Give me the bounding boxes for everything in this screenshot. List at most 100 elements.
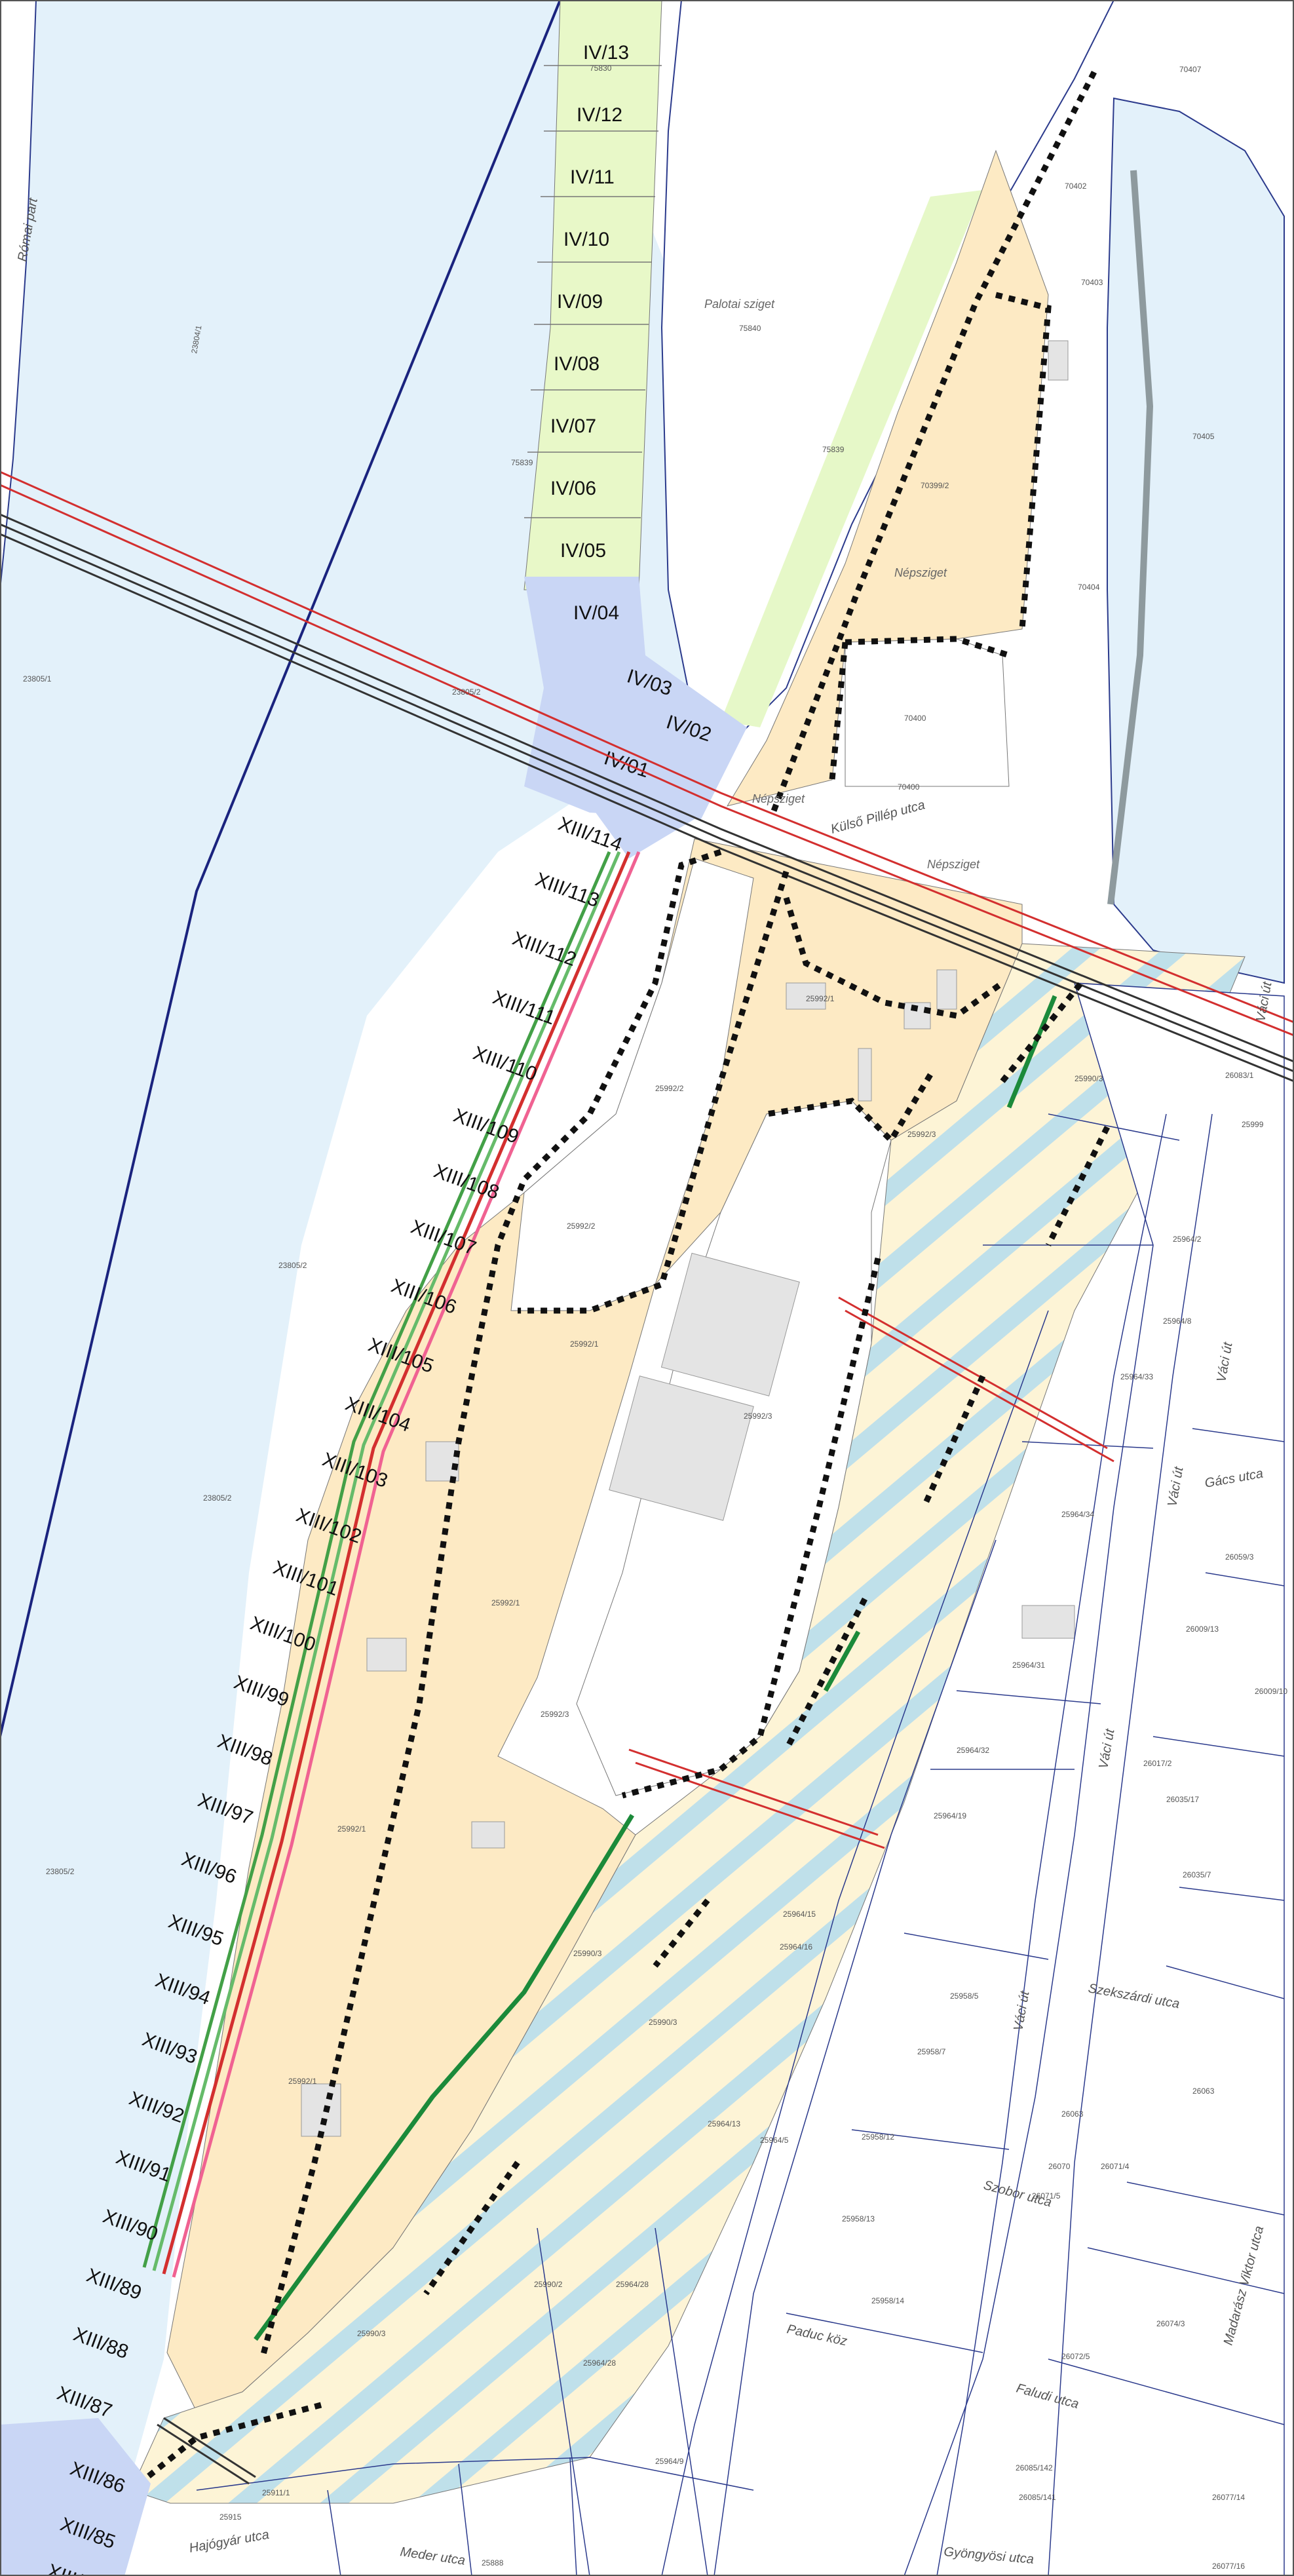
lot: 70407 — [1179, 65, 1202, 74]
section-iv08: IV/08 — [554, 353, 599, 375]
lot: 25958/12 — [862, 2132, 894, 2142]
place-palotai-sziget: Palotai sziget — [704, 298, 775, 311]
lot: 70400 — [898, 782, 920, 792]
lot: 25990/3 — [573, 1949, 602, 1958]
lot: 25958/14 — [871, 2296, 904, 2305]
lot: 25964/28 — [616, 2280, 649, 2289]
lot: 25915 — [219, 2512, 242, 2522]
lot: 25992/2 — [655, 1084, 684, 1093]
section-xiii99: XIII/99 — [231, 1672, 292, 1712]
lot: 25990/2 — [534, 2280, 563, 2289]
lot: 26063 — [1192, 2086, 1215, 2096]
lot: 26085/141 — [1019, 2493, 1056, 2502]
lot: 25964/32 — [957, 1746, 989, 1755]
backwater — [1107, 97, 1285, 984]
parcel-lines — [661, 1113, 1285, 2576]
lot-numbers: 75830 75839 75839 75840 70399/2 70400 70… — [23, 64, 1287, 2571]
xiii-86-block — [0, 2418, 151, 2576]
lot: 25911/1 — [262, 2488, 290, 2497]
lot: 26077/14 — [1212, 2493, 1245, 2502]
lot: 25958/13 — [842, 2214, 875, 2223]
lot: 25992/3 — [541, 1710, 569, 1719]
lot: 23805/2 — [452, 687, 481, 697]
street-hajogyar: Hajógyár utca — [188, 2528, 270, 2556]
lot: 25964/33 — [1120, 1372, 1153, 1381]
lot: 25964/19 — [934, 1811, 966, 1820]
navigation-line — [0, 0, 561, 1737]
lot: 75839 — [822, 445, 845, 454]
lot: 25964/2 — [1173, 1235, 1202, 1244]
lot: 26017/2 — [1143, 1759, 1172, 1768]
lot: 75839 — [511, 458, 533, 467]
lot: 25964/15 — [783, 1910, 816, 1919]
lot: 26085/142 — [1016, 2463, 1053, 2472]
street-meder: Meder utca — [399, 2545, 466, 2568]
lot: 25964/28 — [583, 2358, 616, 2368]
lot: 70403 — [1081, 278, 1103, 287]
xiii-114-block — [577, 760, 695, 858]
section-xiii113: XIII/113 — [533, 869, 602, 912]
section-iv04: IV/04 — [573, 602, 619, 624]
place-nepsziget-2: Népsziget — [752, 792, 805, 805]
lot: 75830 — [590, 64, 612, 73]
lot: 26063 — [1061, 2109, 1084, 2119]
lot: 25964/8 — [1163, 1317, 1192, 1326]
section-xiii109: XIII/109 — [451, 1105, 522, 1148]
lot: 26035/7 — [1183, 1870, 1211, 1879]
lot: 70399/2 — [921, 481, 949, 490]
lot: 23805/2 — [278, 1261, 307, 1270]
lot: 26072/5 — [1061, 2352, 1090, 2361]
lot: 26071/4 — [1101, 2162, 1130, 2171]
lot: 25888 — [482, 2558, 504, 2567]
lot: 26070 — [1048, 2162, 1071, 2171]
street-pillep: Külső Pillép utca — [829, 798, 927, 837]
lot: 25964/9 — [655, 2457, 684, 2466]
lot: 25999 — [1242, 1120, 1264, 1129]
lot: 26035/17 — [1166, 1795, 1199, 1804]
section-iv13: IV/13 — [583, 42, 629, 64]
power-lines — [0, 471, 1294, 2485]
iv-sections-blue — [524, 577, 747, 819]
section-iv06: IV/06 — [550, 478, 596, 499]
lot: 70400 — [904, 714, 926, 723]
lot: 25964/5 — [760, 2136, 789, 2145]
lot: 25990/3 — [357, 2329, 386, 2338]
lot: 75840 — [739, 324, 761, 333]
lot: 25992/3 — [907, 1130, 936, 1139]
lot: 25958/7 — [917, 2047, 946, 2056]
lot: 25992/1 — [806, 994, 835, 1003]
lot: 70405 — [1192, 432, 1215, 441]
left-bank — [0, 0, 37, 590]
section-iv12: IV/12 — [577, 104, 622, 126]
green-accents — [254, 995, 1057, 2341]
lot: 25992/1 — [337, 1824, 366, 1834]
lot: 25992/1 — [570, 1339, 599, 1349]
street-vaci-ut-5: Váci út — [1011, 1989, 1033, 2031]
lot: 25990/3 — [1075, 1074, 1103, 1083]
section-iv09: IV/09 — [557, 291, 603, 313]
section-iv10: IV/10 — [563, 229, 609, 250]
lot: 25964/13 — [708, 2119, 740, 2128]
lot: 25964/34 — [1061, 1510, 1094, 1519]
place-nepsziget-3: Népsziget — [927, 858, 980, 871]
lot: 26083/1 — [1225, 1071, 1254, 1080]
lot: 25992/1 — [288, 2077, 317, 2086]
right-parcels — [904, 982, 1285, 2576]
section-iv07: IV/07 — [550, 415, 596, 437]
lot: 23805/2 — [46, 1867, 75, 1876]
iv-section-dividers — [524, 65, 662, 518]
lot: 26074/3 — [1156, 2319, 1185, 2328]
palotai-strip — [721, 190, 983, 727]
lot: 26009/10 — [1255, 1687, 1287, 1696]
breakwater — [1107, 170, 1154, 905]
lot: 26009/13 — [1186, 1624, 1219, 1634]
lot: 26077/16 — [1212, 2562, 1245, 2571]
nepsziget-block — [845, 638, 1010, 787]
lot: 25992/2 — [567, 1221, 596, 1231]
lot: 25964/31 — [1012, 1661, 1045, 1670]
lot: 25958/5 — [950, 1991, 979, 2001]
dotted-boundaries — [129, 70, 1111, 2493]
lot: 25964/16 — [780, 1942, 812, 1951]
lot: 23805/2 — [203, 1493, 232, 1503]
